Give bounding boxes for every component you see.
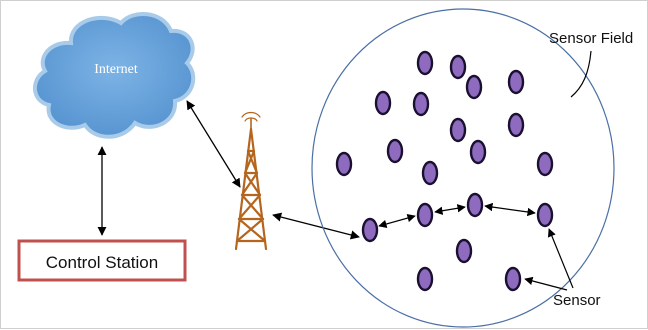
sensor-node <box>507 112 525 138</box>
sensor-nodes <box>335 50 554 292</box>
control-station-box <box>17 239 187 282</box>
sensor-field-circle <box>311 8 615 328</box>
control-station: Control Station <box>17 239 187 282</box>
arrow-sensor-link <box>484 202 536 217</box>
arrow-tower-sensor <box>272 212 360 240</box>
sensor-node <box>536 202 554 228</box>
internet-label: Internet <box>94 62 138 77</box>
sensor-label: Sensor <box>553 292 601 309</box>
sensor-node <box>374 90 392 116</box>
sensor-node <box>455 238 473 264</box>
control-station-label: Control Station <box>46 253 158 272</box>
sensor-node <box>335 151 353 177</box>
sensor-node <box>416 50 434 76</box>
sensor-node <box>386 138 404 164</box>
arrow-sensor-link <box>378 213 416 229</box>
sensor-node <box>421 160 439 186</box>
sensor-node <box>449 54 467 80</box>
sensor-pointer <box>524 276 568 291</box>
sensor-node <box>469 139 487 165</box>
sensor-node <box>449 117 467 143</box>
arrow-sensor-link <box>434 204 466 215</box>
sensor-node <box>361 217 379 243</box>
sensor-node <box>536 151 554 177</box>
sensor-node <box>416 266 434 292</box>
sensor-node <box>412 91 430 117</box>
sensor-node <box>466 192 484 218</box>
sensor-field-label: Sensor Field <box>549 30 633 47</box>
sensor-pointer <box>547 228 574 289</box>
sensor-node <box>504 266 522 292</box>
internet-cloud: Internet <box>33 11 196 139</box>
tower-icon <box>234 111 268 251</box>
sensor-node <box>416 202 434 228</box>
sensor-field-pointer <box>570 50 592 98</box>
sensor-node <box>465 74 483 100</box>
sensor-node <box>507 69 525 95</box>
arrow-cloud-tower <box>186 100 241 188</box>
